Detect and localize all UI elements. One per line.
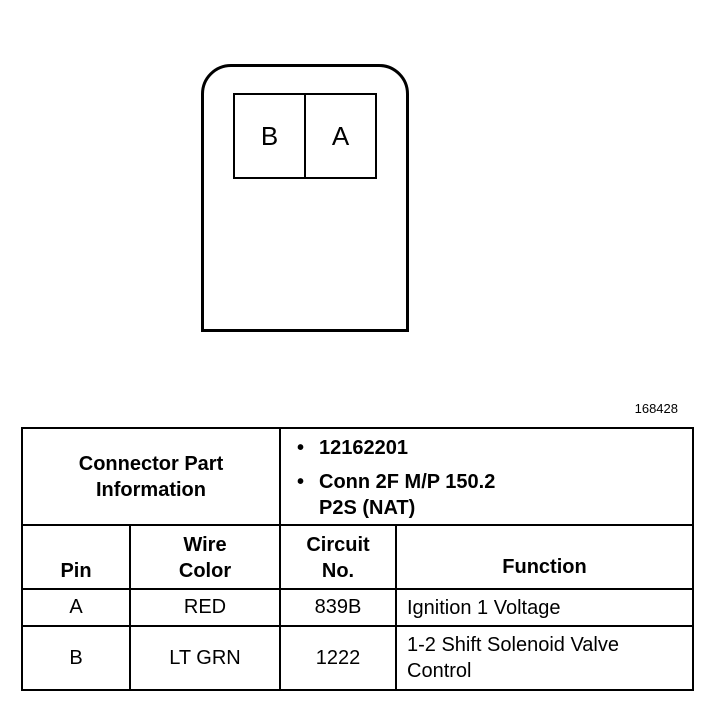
function-text: 1-2 Shift Solenoid Valve: [407, 634, 619, 656]
header-text: Wire: [183, 534, 227, 556]
part-number: 12162201: [319, 437, 408, 459]
connector-info-value: • 12162201 • Conn 2F M/P 150.2 P2S (NAT): [278, 427, 695, 526]
row-wire-color: RED: [129, 588, 281, 627]
row-pin: B: [21, 625, 131, 691]
pin-cavity-label: A: [331, 120, 350, 151]
connector-info-label: Connector Part Information: [21, 427, 281, 526]
function-text: Ignition 1 Voltage: [407, 596, 561, 619]
header-wire-color: Wire Color: [129, 524, 281, 590]
header-text: Circuit: [306, 534, 370, 556]
row-circuit: 839B: [279, 588, 397, 627]
pin-cavity-b: B: [233, 93, 306, 179]
header-circuit-no: Circuit No.: [279, 524, 397, 590]
pin-cavity-a: A: [304, 93, 377, 179]
pin-cavity-label: B: [260, 120, 279, 151]
row-wire-color: LT GRN: [129, 625, 281, 691]
function-text: Control: [407, 660, 472, 682]
row-function: 1-2 Shift Solenoid Valve Control: [394, 625, 695, 691]
row-circuit: 1222: [279, 625, 397, 691]
bullet-glyph: •: [297, 471, 305, 493]
header-text: No.: [321, 560, 355, 582]
header-text: Function: [502, 556, 587, 578]
header-row: Pin Wire Color Circuit No. Function: [21, 524, 695, 590]
table-row: B LT GRN 1222 1-2 Shift Solenoid Valve C…: [21, 625, 695, 691]
header-text: Color: [178, 560, 232, 582]
info-label-line: Information: [96, 478, 206, 501]
header-text: Pin: [60, 560, 92, 582]
info-item: • 12162201: [297, 435, 692, 461]
connector-description: Conn 2F M/P 150.2: [319, 471, 496, 493]
info-label-line: Connector Part: [78, 452, 224, 475]
figure-number: 168428: [634, 401, 678, 416]
info-item: • Conn 2F M/P 150.2: [297, 469, 692, 495]
connector-description-cont: P2S (NAT): [319, 497, 416, 519]
row-pin: A: [21, 588, 131, 627]
header-function: Function: [394, 524, 695, 590]
header-pin: Pin: [21, 524, 131, 590]
row-function: Ignition 1 Voltage: [394, 588, 695, 627]
bullet-glyph: •: [297, 437, 305, 459]
table-row: A RED 839B Ignition 1 Voltage: [21, 588, 695, 627]
connector-table: Connector Part Information • 12162201 • Co…: [21, 427, 695, 691]
connector-outline: B A: [201, 64, 409, 332]
info-row: Connector Part Information • 12162201 • Co…: [21, 427, 695, 526]
